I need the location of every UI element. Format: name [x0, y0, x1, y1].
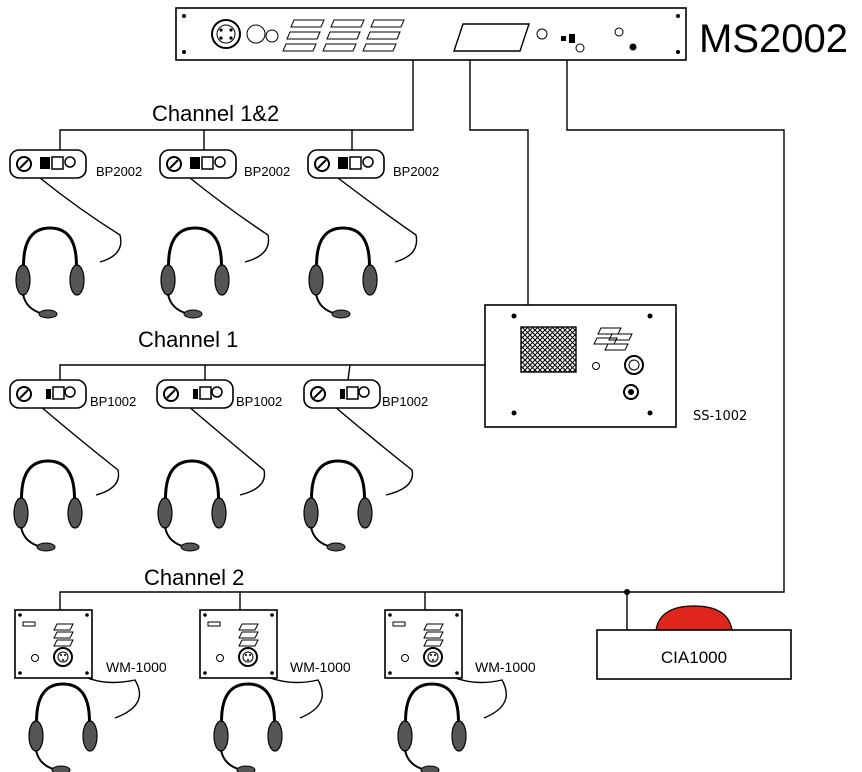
wall-mount-label: WM-1000 [290, 659, 351, 675]
headset-icon [14, 226, 86, 320]
wall-mount-2: WM-1000 [199, 609, 351, 679]
beltpack-bp2002-1: BP2002 [9, 149, 142, 179]
channel-2-label: Channel 2 [144, 565, 244, 590]
beltpack-bp1002-1: BP1002 [9, 379, 136, 409]
master-station [175, 7, 687, 61]
master-station-label: MS2002 [699, 17, 848, 61]
headset-icon [212, 682, 284, 772]
headset-icon [156, 459, 228, 553]
beltpack-label: BP1002 [90, 394, 136, 409]
speaker-station-label: SS-1002 [693, 409, 747, 424]
call-interface-adapter: CIA1000 [596, 605, 792, 680]
headset-icon [27, 682, 99, 772]
headset-icon [12, 459, 84, 553]
wiring [39, 60, 785, 719]
headset-icon [307, 226, 379, 320]
wall-mount-1: WM-1000 [14, 609, 167, 679]
beltpack-bp2002-3: BP2002 [307, 149, 439, 179]
headset-icon [396, 682, 468, 772]
wall-mount-label: WM-1000 [475, 659, 536, 675]
wall-mount-label: WM-1000 [106, 659, 167, 675]
speaker-station [484, 304, 677, 428]
headset-icon [302, 459, 374, 553]
wall-mount-3: WM-1000 [384, 609, 536, 679]
speaker-grill [520, 326, 577, 373]
interface-label: CIA1000 [661, 648, 727, 667]
beltpack-label: BP2002 [244, 164, 290, 179]
beltpack-label: BP1002 [236, 394, 282, 409]
beltpack-bp2002-2: BP2002 [159, 149, 290, 179]
beltpack-label: BP2002 [96, 164, 142, 179]
beacon-light-icon [655, 605, 733, 631]
beltpack-label: BP2002 [393, 164, 439, 179]
beltpack-bp1002-2: BP1002 [156, 379, 282, 409]
headset-icon [159, 226, 231, 320]
channel-1-label: Channel 1 [138, 327, 238, 352]
beltpack-bp1002-3: BP1002 [303, 379, 428, 409]
beltpack-label: BP1002 [382, 394, 428, 409]
channel-1-2-label: Channel 1&2 [152, 101, 279, 126]
